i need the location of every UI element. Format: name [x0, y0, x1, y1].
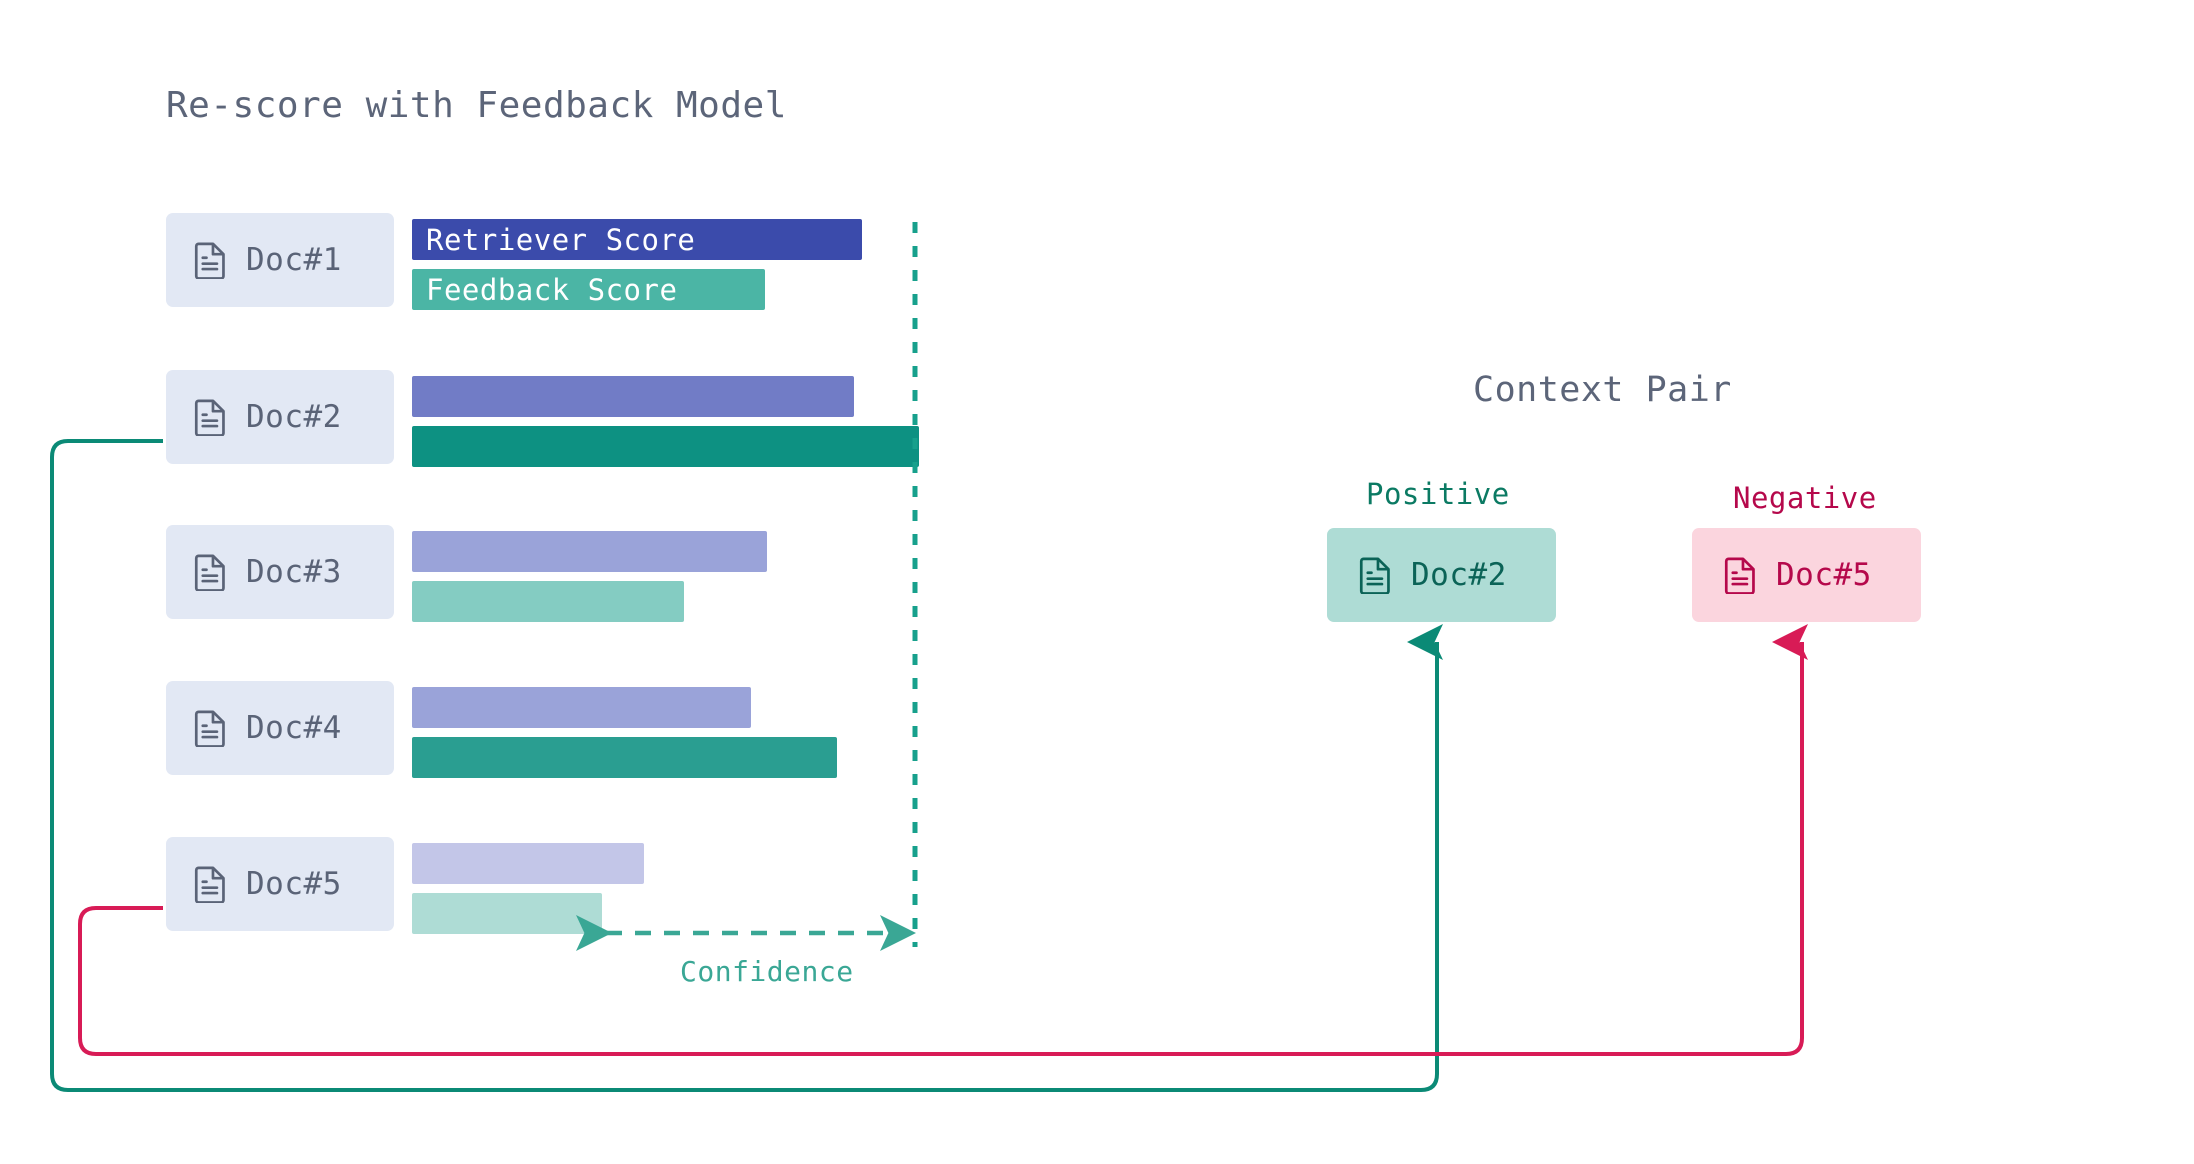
confidence-label: Confidence: [680, 955, 854, 988]
negative-label: Negative: [1733, 481, 1877, 515]
file-text-icon: [194, 554, 225, 591]
doc-chip-doc1[interactable]: Doc#1: [166, 213, 394, 307]
positive-doc-label: Doc#2: [1411, 557, 1507, 593]
feedback-bar-doc1: Feedback Score: [412, 269, 765, 310]
retriever-bar-caption: Retriever Score: [426, 222, 696, 257]
feedback-bar-doc3: [412, 581, 684, 622]
file-text-icon: [1724, 557, 1755, 594]
page-title: Re-score with Feedback Model: [166, 85, 787, 126]
retriever-bar-doc4: [412, 687, 751, 728]
context-pair-title: Context Pair: [1473, 370, 1732, 410]
feedback-bar-caption: Feedback Score: [426, 272, 678, 307]
rank-row-doc4: Doc#4: [0, 681, 2194, 778]
retriever-bar-doc2: [412, 376, 854, 417]
file-text-icon: [194, 399, 225, 436]
rank-row-doc2: Doc#2: [0, 370, 2194, 467]
doc-chip-doc2[interactable]: Doc#2: [166, 370, 394, 464]
file-text-icon: [1359, 557, 1390, 594]
retriever-bar-doc1: Retriever Score: [412, 219, 862, 260]
file-text-icon: [194, 710, 225, 747]
negative-doc-chip[interactable]: Doc#5: [1692, 528, 1921, 622]
negative-doc-label: Doc#5: [1776, 557, 1872, 593]
rank-row-doc1: Doc#1 Retriever Score Feedback Score: [0, 213, 2194, 310]
doc-chip-doc3[interactable]: Doc#3: [166, 525, 394, 619]
doc-label: Doc#1: [246, 242, 342, 278]
feedback-bar-doc5: [412, 893, 602, 934]
doc-label: Doc#5: [246, 866, 342, 902]
doc-label: Doc#2: [246, 399, 342, 435]
retriever-bar-doc5: [412, 843, 644, 884]
file-text-icon: [194, 866, 225, 903]
doc-chip-doc4[interactable]: Doc#4: [166, 681, 394, 775]
feedback-bar-doc4: [412, 737, 837, 778]
positive-label: Positive: [1366, 477, 1510, 511]
positive-doc-chip[interactable]: Doc#2: [1327, 528, 1556, 622]
doc-label: Doc#4: [246, 710, 342, 746]
feedback-bar-doc2: [412, 426, 919, 467]
rank-row-doc5: Doc#5: [0, 837, 2194, 934]
doc-chip-doc5[interactable]: Doc#5: [166, 837, 394, 931]
file-text-icon: [194, 242, 225, 279]
doc-label: Doc#3: [246, 554, 342, 590]
retriever-bar-doc3: [412, 531, 767, 572]
